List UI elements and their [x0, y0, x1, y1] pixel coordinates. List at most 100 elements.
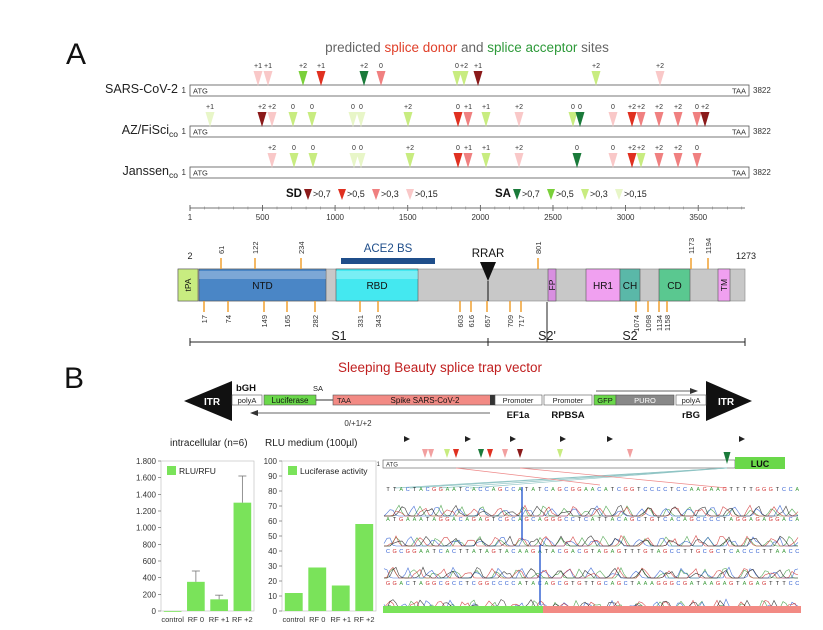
inset-splice-marker: [517, 449, 523, 458]
bottom-position-label: 1134: [655, 315, 664, 331]
splice-donor-marker: [608, 112, 618, 127]
base-call: G: [722, 487, 726, 493]
base-call: T: [749, 487, 753, 493]
base-call: T: [644, 517, 648, 523]
splice-donor-marker: [608, 153, 618, 168]
base-call: A: [419, 487, 423, 493]
bar: [355, 524, 374, 611]
x-category-label: RF +1: [330, 615, 351, 624]
reading-frame-label: 0: [571, 104, 575, 111]
title-part: sites: [577, 40, 609, 55]
inset-small-arrow: [607, 436, 613, 442]
base-call: C: [492, 581, 496, 587]
base-call: G: [630, 487, 634, 493]
domain-fp: FP: [547, 268, 557, 302]
domain-tm: TM: [717, 268, 731, 302]
taa-label: TAA: [732, 87, 746, 96]
base-call: A: [419, 517, 423, 523]
base-call: G: [623, 487, 627, 493]
domain-ntd: NTD: [198, 268, 327, 302]
domain-cd: CD: [658, 268, 691, 302]
bar: [284, 593, 303, 611]
domain-label: tPA: [183, 278, 193, 291]
sa-legend-item: >0,7: [522, 189, 540, 199]
base-call: C: [571, 517, 575, 523]
base-call: G: [670, 581, 674, 587]
base-call: G: [663, 549, 667, 555]
bar-chart-1: intracellular (n=6)02004006008001.0001.2…: [136, 438, 255, 624]
base-call: C: [789, 581, 793, 587]
luc-sequence-bar: [383, 606, 543, 613]
base-call: G: [439, 517, 443, 523]
domain-label: NTD: [252, 281, 273, 292]
polya-left-box: [231, 394, 263, 406]
splice-donor-marker: [253, 71, 263, 86]
reading-frame-label: +1: [482, 104, 490, 111]
construct-name-sub: co: [169, 129, 178, 139]
charts: intracellular (n=6)02004006008001.0001.2…: [136, 438, 377, 624]
base-call: C: [749, 549, 753, 555]
inset-splice-marker: [627, 449, 633, 458]
base-call: A: [505, 549, 509, 555]
spike-taa-label: TAA: [337, 396, 351, 405]
base-call: A: [538, 517, 542, 523]
base-call: A: [452, 487, 456, 493]
base-call: C: [703, 517, 707, 523]
base-call: C: [676, 487, 680, 493]
atg-label: ATG: [193, 128, 208, 137]
base-call: C: [485, 487, 489, 493]
base-call: A: [446, 549, 450, 555]
splice-donor-marker: [257, 112, 267, 127]
reading-frame-label: +2: [655, 145, 663, 152]
base-call: A: [690, 487, 694, 493]
base-call: T: [525, 581, 529, 587]
reading-frame-label: +1: [482, 145, 490, 152]
construct-name-sub: co: [169, 170, 178, 180]
base-call: T: [736, 581, 740, 587]
reading-frame-label: +2: [406, 145, 414, 152]
promoter-rpbsa-label: Promoter: [553, 396, 584, 405]
base-call: A: [670, 517, 674, 523]
base-call: C: [742, 549, 746, 555]
y-tick-label: 30: [268, 562, 277, 571]
x-category-label: control: [161, 615, 184, 624]
y-tick-label: 10: [268, 592, 277, 601]
bgh-label: bGH: [236, 383, 256, 394]
reading-frame-label: +2: [299, 63, 307, 70]
base-call: A: [485, 549, 489, 555]
x-category-label: RF +1: [209, 615, 230, 624]
top-position-label: 234: [297, 241, 306, 254]
splice-acceptor-marker: [403, 112, 413, 127]
y-tick-label: 400: [143, 574, 157, 583]
reading-frame-label: +2: [268, 104, 276, 111]
base-call: A: [749, 517, 753, 523]
y-tick-label: 1.200: [136, 507, 157, 516]
panel-a-label: A: [66, 38, 87, 71]
splice-donor-marker: [267, 112, 277, 127]
domain-box: [717, 268, 731, 302]
base-call: A: [472, 549, 476, 555]
base-call: T: [763, 549, 767, 555]
sa-legend-swatch: [581, 189, 589, 200]
base-call: T: [743, 487, 747, 493]
luciferase-label: Luciferase: [272, 396, 309, 405]
base-call: A: [551, 549, 555, 555]
base-call: A: [399, 487, 403, 493]
reading-frame-label: +2: [515, 104, 523, 111]
luc-label: LUC: [751, 459, 770, 469]
spike-label: Spike SARS-CoV-2: [391, 396, 460, 405]
inset-small-arrow: [739, 436, 745, 442]
splice-acceptor-marker: [288, 112, 298, 127]
reading-frame-label: 0: [352, 145, 356, 152]
reading-frame-label: +2: [360, 63, 368, 70]
base-call: G: [755, 487, 759, 493]
reading-frame-label: 0: [455, 63, 459, 70]
reading-frame-label: +2: [655, 104, 663, 111]
reading-frame-label: +2: [674, 145, 682, 152]
reading-frame-label: 0: [456, 104, 460, 111]
inset-splice-marker: [502, 449, 508, 458]
base-call: G: [392, 549, 396, 555]
domain-box: [547, 268, 557, 302]
bottom-position-label: 282: [311, 315, 320, 328]
